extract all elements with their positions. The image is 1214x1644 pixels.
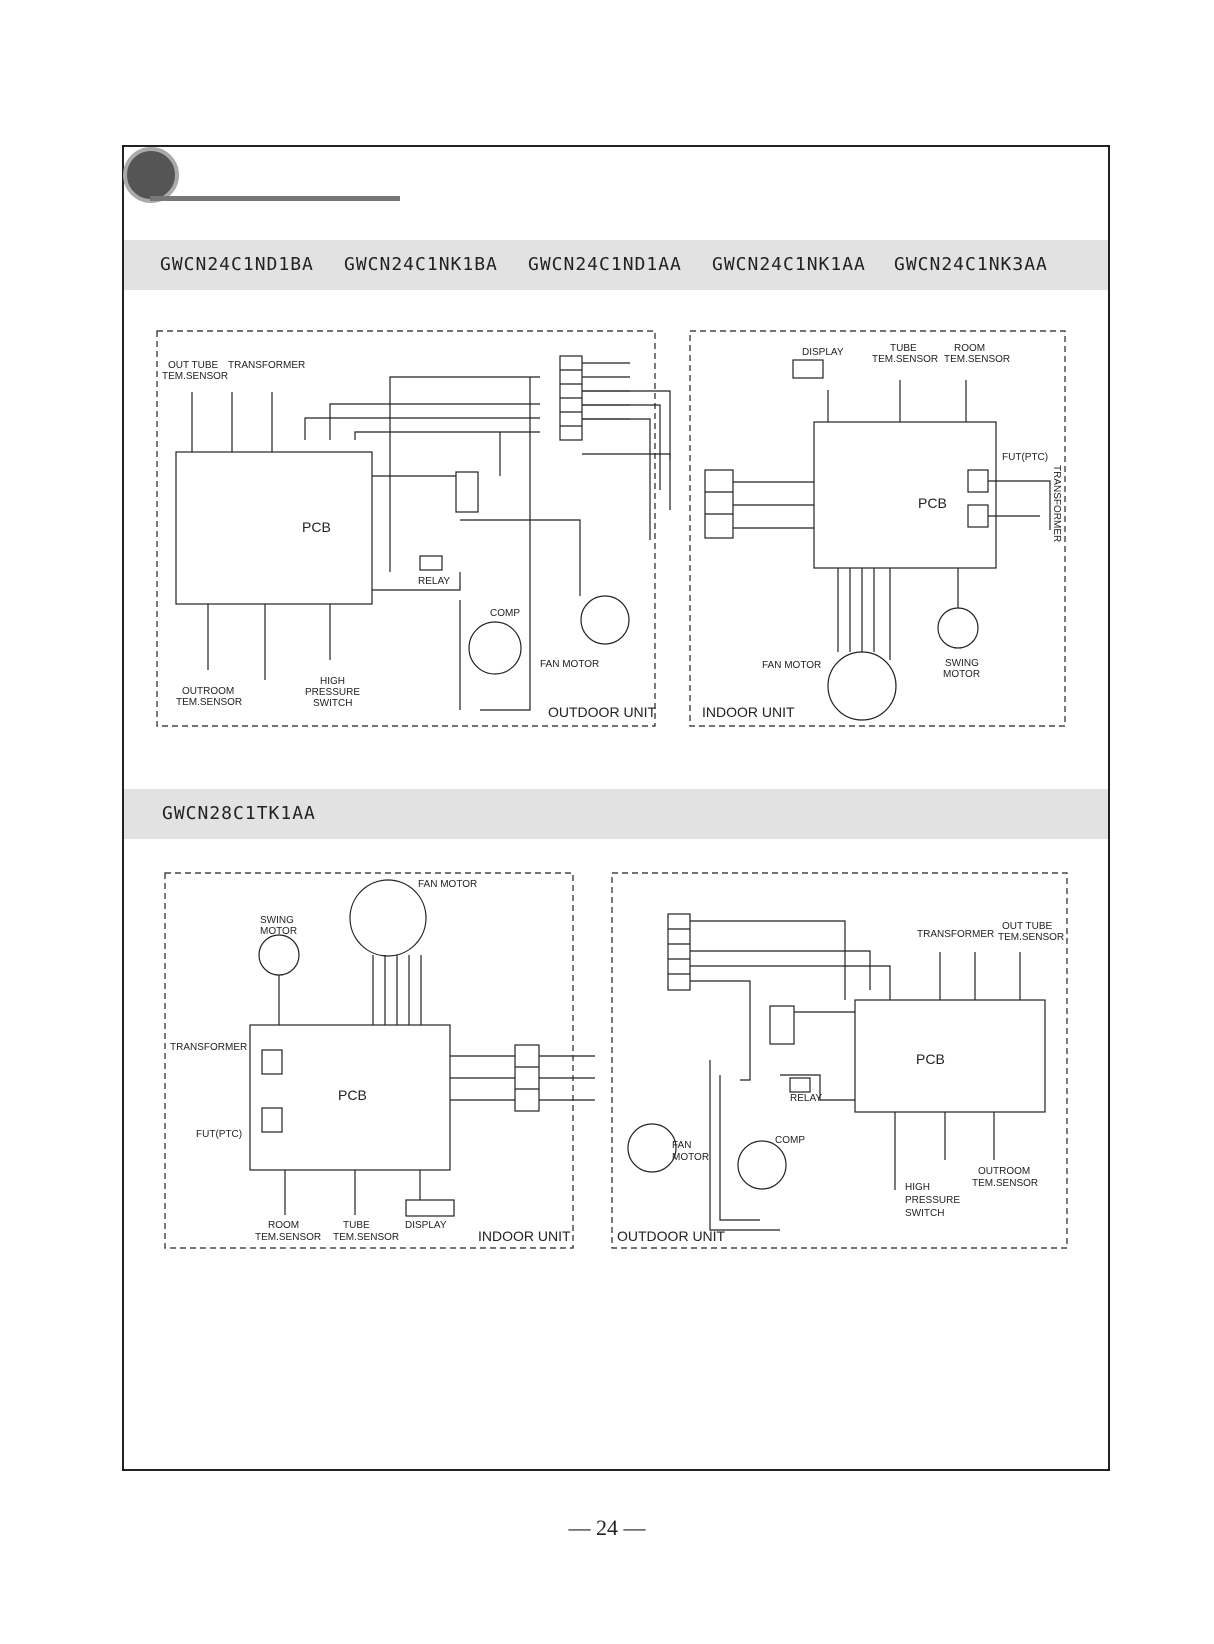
d2-fan-motor-label: FAN MOTOR <box>418 879 477 890</box>
d2-outroom-label-2: TEM.SENSOR <box>972 1178 1038 1189</box>
d2-compressor-symbol <box>737 1140 787 1190</box>
d1-hps-label: HIGH <box>320 676 345 687</box>
d1-outdoor-boundary <box>156 330 656 727</box>
d2-swing-motor-symbol <box>258 934 300 976</box>
d2-swing-label: SWING <box>260 915 294 926</box>
d1-out-tube-label: OUT TUBE <box>168 360 219 371</box>
d2-terminal-xt2 <box>769 1005 795 1045</box>
d1-terminal-xt2 <box>455 471 479 513</box>
d1-display-label: DISPLAY <box>802 347 844 358</box>
model-band-1: GWCN24C1ND1BA GWCN24C1NK1BA GWCN24C1ND1A… <box>124 240 1108 290</box>
d2-fan-label-2: MOTOR <box>672 1152 709 1163</box>
model-label-6: GWCN28C1TK1AA <box>162 803 316 824</box>
d2-connector-x101 <box>261 1049 283 1075</box>
d1-indoor-fan-label: FAN MOTOR <box>762 660 821 671</box>
d1-fut-label: FUT(PTC) <box>1002 452 1048 463</box>
d1-outdoor-pcb-box <box>175 451 373 605</box>
d2-hps-label: HIGH <box>905 1182 930 1193</box>
d2-indoor-pcb-label: PCB <box>338 1087 367 1103</box>
d1-indoor-terminal-xt1 <box>704 469 734 539</box>
d2-out-tube-label: OUT TUBE <box>1002 921 1053 932</box>
model-label-1: GWCN24C1ND1BA <box>160 254 314 275</box>
d1-fan-motor-symbol <box>580 595 630 645</box>
d2-outdoor-unit-label: OUTDOOR UNIT <box>617 1228 726 1244</box>
d2-hps-label-3: SWITCH <box>905 1208 944 1219</box>
d2-relay-km <box>789 1077 811 1093</box>
d1-room-label: ROOM <box>954 343 985 354</box>
d1-hps-label-2: PRESSURE <box>305 687 360 698</box>
d2-display-label: DISPLAY <box>405 1220 447 1231</box>
d2-outdoor-pcb-label: PCB <box>916 1051 945 1067</box>
d2-terminal-xt1 <box>667 913 691 991</box>
d1-tube-label-2: TEM.SENSOR <box>872 354 938 365</box>
d1-outroom-label: OUTROOM <box>182 686 234 697</box>
d2-indoor-unit-label: INDOOR UNIT <box>478 1228 571 1244</box>
d2-out-tube-label-2: TEM.SENSOR <box>998 932 1064 943</box>
d2-swing-label-2: MOTOR <box>260 926 297 937</box>
d2-hps-label-2: PRESSURE <box>905 1195 960 1206</box>
page-frame <box>122 145 1110 1471</box>
d1-fan-motor-label: FAN MOTOR <box>540 659 599 670</box>
d1-hps-label-3: SWITCH <box>313 698 352 709</box>
d2-room-label: ROOM <box>268 1220 299 1231</box>
d2-transformer-out-label: TRANSFORMER <box>917 929 994 940</box>
d2-room-label-2: TEM.SENSOR <box>255 1232 321 1243</box>
d1-outroom-label-2: TEM.SENSOR <box>176 697 242 708</box>
d1-relay-km <box>419 555 443 571</box>
model-label-4: GWCN24C1NK1AA <box>712 254 866 275</box>
d1-relay-label: RELAY <box>418 576 450 587</box>
section-badge-icon <box>123 147 179 203</box>
d2-indoor-boundary <box>164 872 574 1249</box>
model-label-3: GWCN24C1ND1AA <box>528 254 682 275</box>
d1-indoor-unit-label: INDOOR UNIT <box>702 704 795 720</box>
d2-indoor-pcb-box <box>249 1024 451 1171</box>
model-label-5: GWCN24C1NK3AA <box>894 254 1048 275</box>
d1-outdoor-pcb-label: PCB <box>302 519 331 535</box>
d1-transformer-vertical-label: TRANSFORMER <box>1051 465 1062 542</box>
d1-out-tube-label-2: TEM.SENSOR <box>162 371 228 382</box>
section-underline <box>150 196 400 201</box>
d2-indoor-terminal-xt1 <box>514 1044 540 1112</box>
d1-compressor-symbol <box>468 621 522 675</box>
d1-comp-label: COMP <box>490 608 520 619</box>
d2-outdoor-boundary <box>611 872 1068 1249</box>
d1-indoor-pcb-box <box>813 421 997 569</box>
model-band-2: GWCN28C1TK1AA <box>124 789 1108 839</box>
d1-indoor-fan-motor-symbol <box>827 651 897 721</box>
d2-connector-x106 <box>261 1107 283 1133</box>
d1-connector-x101 <box>967 504 989 528</box>
d2-fan-motor-symbol <box>349 879 427 957</box>
d1-outdoor-unit-label: OUTDOOR UNIT <box>548 704 657 720</box>
d1-tube-label: TUBE <box>890 343 917 354</box>
d1-room-label-2: TEM.SENSOR <box>944 354 1010 365</box>
d2-fan-motor-symbol <box>627 1123 677 1173</box>
d1-indoor-boundary <box>689 330 1066 727</box>
d1-transformer-label: TRANSFORMER <box>228 360 305 371</box>
d2-outroom-label: OUTROOM <box>978 1166 1030 1177</box>
d2-comp-label: COMP <box>775 1135 805 1146</box>
d1-display-ap1 <box>792 359 824 379</box>
d2-fut-label: FUT(PTC) <box>196 1129 242 1140</box>
d1-swing-label-2: MOTOR <box>943 669 980 680</box>
d2-outdoor-pcb-box <box>854 999 1046 1113</box>
page-number: — 24 — <box>568 1515 646 1540</box>
d1-swing-motor-symbol <box>937 607 979 649</box>
d2-relay-label: RELAY <box>790 1093 822 1104</box>
model-label-2: GWCN24C1NK1BA <box>344 254 498 275</box>
d2-display-ap1 <box>405 1199 455 1217</box>
d2-transformer-in-label: TRANSFORMER <box>170 1042 247 1053</box>
d1-connector-x106 <box>967 469 989 493</box>
d1-swing-label: SWING <box>945 658 979 669</box>
d1-indoor-pcb-label: PCB <box>918 495 947 511</box>
d2-tube-label-2: TEM.SENSOR <box>333 1232 399 1243</box>
d2-tube-label: TUBE <box>343 1220 370 1231</box>
d2-fan-label: FAN <box>672 1140 691 1151</box>
